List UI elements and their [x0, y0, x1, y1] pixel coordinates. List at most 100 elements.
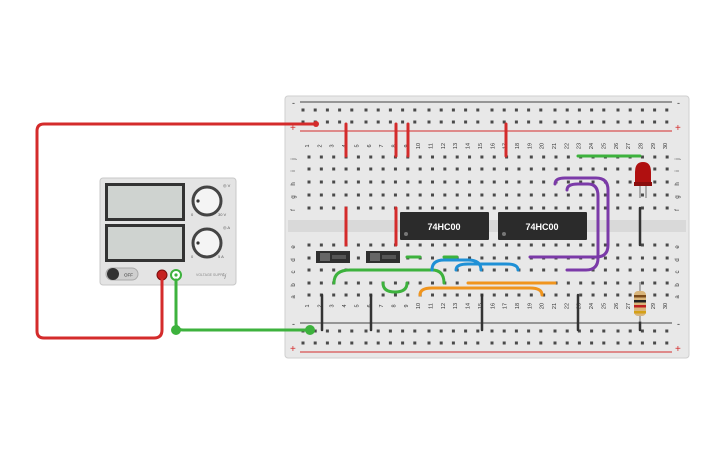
- breadboard-hole[interactable]: [653, 256, 657, 260]
- breadboard-hole[interactable]: [468, 193, 472, 197]
- breadboard-hole[interactable]: [431, 206, 434, 210]
- breadboard-hole[interactable]: [332, 206, 336, 210]
- breadboard-hole[interactable]: [431, 243, 434, 247]
- breadboard-hole[interactable]: [431, 155, 434, 159]
- breadboard-hole[interactable]: [590, 341, 594, 345]
- breadboard-hole[interactable]: [628, 293, 632, 297]
- breadboard-hole[interactable]: [401, 341, 405, 345]
- breadboard-hole[interactable]: [616, 256, 620, 260]
- power-toggle[interactable]: OFF: [105, 267, 139, 281]
- breadboard-hole[interactable]: [418, 193, 422, 197]
- breadboard-hole[interactable]: [350, 341, 354, 345]
- breadboard-hole[interactable]: [381, 167, 385, 171]
- breadboard-hole[interactable]: [490, 120, 494, 124]
- breadboard-hole[interactable]: [505, 167, 509, 171]
- breadboard-hole[interactable]: [401, 329, 405, 333]
- breadboard-hole[interactable]: [455, 281, 459, 285]
- breadboard-hole[interactable]: [527, 329, 531, 333]
- breadboard-hole[interactable]: [455, 243, 459, 247]
- breadboard-hole[interactable]: [517, 206, 521, 210]
- breadboard-hole[interactable]: [640, 268, 644, 272]
- wire-blue-2[interactable]: [454, 262, 520, 272]
- breadboard-hole[interactable]: [338, 120, 342, 124]
- breadboard-hole[interactable]: [505, 193, 509, 197]
- breadboard-hole[interactable]: [364, 120, 368, 124]
- breadboard-hole[interactable]: [313, 329, 317, 333]
- breadboard-hole[interactable]: [505, 206, 509, 210]
- breadboard-hole[interactable]: [468, 268, 472, 272]
- breadboard-hole[interactable]: [480, 206, 484, 210]
- breadboard-hole[interactable]: [616, 167, 620, 171]
- breadboard-hole[interactable]: [307, 167, 311, 171]
- breadboard-hole[interactable]: [301, 120, 305, 124]
- breadboard-hole[interactable]: [413, 120, 417, 124]
- breadboard-hole[interactable]: [566, 167, 570, 171]
- breadboard-hole[interactable]: [492, 155, 496, 159]
- breadboard-hole[interactable]: [539, 108, 543, 112]
- breadboard-hole[interactable]: [455, 293, 459, 297]
- breadboard-hole[interactable]: [554, 155, 558, 159]
- breadboard-hole[interactable]: [381, 293, 385, 297]
- breadboard-hole[interactable]: [332, 243, 336, 247]
- breadboard-hole[interactable]: [628, 243, 632, 247]
- breadboard-hole[interactable]: [319, 193, 323, 197]
- breadboard-hole[interactable]: [307, 256, 311, 260]
- breadboard-hole[interactable]: [301, 108, 305, 112]
- breadboard-hole[interactable]: [455, 180, 459, 184]
- breadboard-hole[interactable]: [529, 167, 533, 171]
- breadboard-hole[interactable]: [313, 108, 317, 112]
- breadboard-hole[interactable]: [451, 341, 455, 345]
- breadboard-hole[interactable]: [616, 193, 620, 197]
- breadboard-hole[interactable]: [406, 293, 410, 297]
- breadboard-hole[interactable]: [376, 329, 380, 333]
- breadboard-hole[interactable]: [653, 120, 657, 124]
- breadboard-hole[interactable]: [356, 256, 360, 260]
- breadboard-hole[interactable]: [381, 193, 385, 197]
- breadboard-hole[interactable]: [464, 120, 468, 124]
- breadboard-hole[interactable]: [307, 206, 311, 210]
- breadboard-hole[interactable]: [603, 193, 607, 197]
- breadboard-hole[interactable]: [413, 341, 417, 345]
- breadboard-hole[interactable]: [388, 341, 392, 345]
- breadboard-hole[interactable]: [577, 120, 581, 124]
- breadboard-hole[interactable]: [356, 193, 360, 197]
- breadboard-hole[interactable]: [443, 293, 447, 297]
- breadboard-hole[interactable]: [338, 108, 342, 112]
- breadboard-hole[interactable]: [653, 155, 657, 159]
- breadboard-hole[interactable]: [468, 243, 472, 247]
- breadboard-hole[interactable]: [319, 206, 323, 210]
- breadboard-hole[interactable]: [565, 341, 569, 345]
- breadboard-hole[interactable]: [665, 293, 669, 297]
- breadboard-hole[interactable]: [356, 293, 360, 297]
- breadboard-hole[interactable]: [653, 243, 657, 247]
- breadboard-hole[interactable]: [665, 341, 669, 345]
- breadboard-hole[interactable]: [356, 180, 360, 184]
- breadboard-hole[interactable]: [455, 206, 459, 210]
- breadboard-hole[interactable]: [616, 341, 620, 345]
- breadboard-hole[interactable]: [468, 180, 472, 184]
- breadboard-hole[interactable]: [492, 243, 496, 247]
- breadboard-hole[interactable]: [502, 108, 506, 112]
- breadboard-hole[interactable]: [640, 155, 644, 159]
- breadboard-hole[interactable]: [517, 167, 521, 171]
- breadboard-hole[interactable]: [364, 341, 368, 345]
- breadboard-hole[interactable]: [653, 293, 657, 297]
- wire-green-bottom-1[interactable]: [332, 268, 446, 285]
- breadboard-hole[interactable]: [591, 167, 595, 171]
- breadboard-hole[interactable]: [476, 120, 480, 124]
- breadboard-hole[interactable]: [653, 206, 657, 210]
- breadboard-hole[interactable]: [381, 180, 385, 184]
- breadboard-hole[interactable]: [628, 341, 632, 345]
- breadboard-hole[interactable]: [542, 193, 546, 197]
- breadboard-hole[interactable]: [418, 155, 422, 159]
- current-dial[interactable]: [191, 227, 223, 259]
- breadboard-hole[interactable]: [319, 281, 323, 285]
- breadboard-hole[interactable]: [566, 206, 570, 210]
- breadboard-hole[interactable]: [356, 167, 360, 171]
- breadboard-hole[interactable]: [439, 329, 443, 333]
- breadboard-hole[interactable]: [542, 293, 546, 297]
- breadboard-hole[interactable]: [517, 256, 521, 260]
- breadboard-hole[interactable]: [640, 341, 644, 345]
- breadboard-hole[interactable]: [616, 120, 620, 124]
- breadboard-hole[interactable]: [640, 243, 644, 247]
